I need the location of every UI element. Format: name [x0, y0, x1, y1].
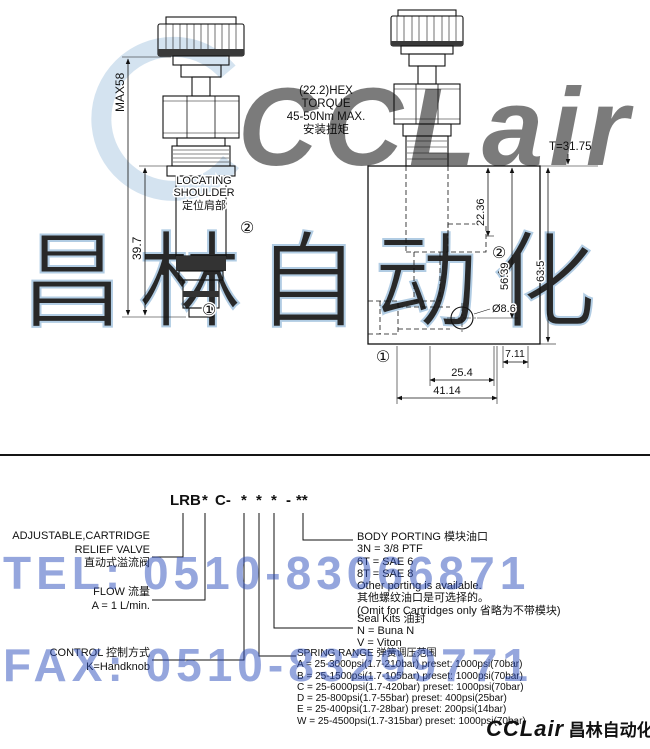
hex-torque-note-2: TORQUE — [302, 98, 351, 110]
series-label-line: 直动式溢流阀 — [84, 557, 150, 569]
code-dash: - — [286, 492, 291, 509]
spring-range-option: D = 25-800psi(1.7-55bar) preset: 400psi(… — [297, 693, 507, 705]
watermark-brand-cn-text: 昌林自动化 — [20, 225, 610, 341]
dim-25-4-label: 25.4 — [451, 367, 472, 379]
technical-drawing-area: CCLair 昌林自动化 — [19, 9, 635, 404]
flow-label-line: FLOW 流量 — [93, 586, 150, 598]
valve-in-body-annotations: (22.2)HEX TORQUE 45-50Nm MAX. 安装扭矩 T=31.… — [287, 85, 598, 404]
dim-56-39-label: 56.39 — [499, 262, 511, 290]
connector-control — [152, 513, 245, 661]
hex-torque-note-3: 45-50Nm MAX. — [287, 111, 366, 123]
body-porting-option: 6T = SAE 6 — [357, 555, 414, 568]
body-porting-note: 其他螺纹油口是可选择的。 — [357, 592, 489, 605]
code-spring-star: * — [256, 492, 262, 509]
dim-7-11-label: 7.11 — [505, 348, 525, 360]
cartridge-valve-drawing — [157, 16, 245, 318]
valve-in-body-drawing — [367, 9, 541, 345]
dim-41-14-label: 41.14 — [433, 385, 461, 397]
control-label-line: K=Handknob — [86, 660, 150, 673]
code-flow-star: * — [202, 492, 208, 509]
footer-brand: CCLair — [486, 716, 565, 741]
footer-brand-cn: 昌林自动化 — [568, 721, 650, 740]
series-label: ADJUSTABLE,CARTRIDGE RELIEF VALVE 直动式溢流阀 — [0, 530, 150, 571]
flow-label: FLOW 流量 A = 1 L/min. — [0, 586, 150, 613]
dim-max58-label: MAX58 — [113, 72, 127, 112]
body-porting-note: Other porting is available. — [357, 580, 482, 593]
spring-range-label: SPRING RANGE 弹簧调压范围 A = 25-3000psi(1.7-2… — [297, 648, 526, 727]
body-port-1-callout: ① — [376, 349, 390, 366]
seal-kits-option: V = Viton — [357, 637, 402, 649]
watermark-c-mark-icon — [91, 36, 239, 201]
locating-shoulder-label-cn: 定位肩部 — [182, 198, 226, 212]
body-porting-label: BODY PORTING 模块油口 3N = 3/8 PTF 6T = SAE … — [357, 531, 561, 617]
spring-range-title: SPRING RANGE 弹簧调压范围 — [297, 648, 437, 659]
code-connector-lines — [152, 513, 353, 661]
dim-63-5-label: 63.5 — [535, 261, 547, 282]
dim-22-36-label: 22.36 — [475, 198, 487, 226]
spring-range-option: W = 25-4500psi(1.7-315bar) preset: 1000p… — [297, 715, 526, 727]
body-porting-note: (Omit for Cartridges only 省略为不带模块) — [357, 604, 561, 617]
flow-label-line: A = 1 L/min. — [91, 599, 150, 612]
locating-shoulder-label-2: SHOULDER — [173, 187, 234, 199]
watermark-logo: CCLair 昌林自动化 — [19, 36, 635, 342]
code-body-stars: ** — [296, 492, 308, 509]
series-label-line: ADJUSTABLE,CARTRIDGE — [12, 530, 150, 542]
body-porting-option: 8T = SAE 8 — [357, 567, 414, 580]
body-porting-title: BODY PORTING 模块油口 — [357, 531, 489, 543]
connector-series — [152, 513, 184, 558]
dim-39-7-label: 39.7 — [130, 236, 144, 260]
section-divider — [0, 454, 650, 456]
dim-hole-dia-label: Ø8.6 — [492, 303, 516, 315]
port-2-callout: ② — [240, 220, 254, 237]
code-series: LRB — [170, 492, 201, 509]
code-control-star: * — [241, 492, 247, 509]
seal-kits-option: N = Buna N — [357, 625, 415, 637]
seal-kits-title: Seal Kits 油封 — [357, 613, 426, 625]
spring-range-option: B = 25-1500psi(1.7-105bar) preset: 1000p… — [297, 670, 523, 682]
connector-spring — [258, 513, 296, 657]
locating-shoulder-label-1: LOCATING — [176, 175, 231, 187]
spring-range-option: E = 25-400psi(1.7-28bar) preset: 200psi(… — [297, 704, 507, 716]
body-port-2-callout: ② — [492, 245, 506, 262]
footer-logo: CCLair 昌林自动化 — [486, 716, 650, 742]
spring-range-option: A = 25-3000psi(1.7-210bar) preset: 1000p… — [297, 659, 523, 671]
seal-kits-label: Seal Kits 油封 N = Buna N V = Viton — [357, 613, 425, 649]
hex-torque-note-1: (22.2)HEX — [299, 85, 353, 97]
hex-torque-note-4: 安装扭矩 — [303, 122, 349, 136]
dim-thread-depth-label: T=31.75 — [549, 141, 592, 153]
spring-range-option: C = 25-6000psi(1.7-420bar) preset: 1000p… — [297, 681, 524, 693]
watermark-brand-text: CCLair — [238, 66, 635, 189]
connector-flow — [152, 513, 206, 601]
port-1-callout: ① — [202, 302, 216, 319]
code-seal-star: * — [271, 492, 277, 509]
body-porting-option: 3N = 3/8 PTF — [357, 543, 423, 556]
code-cartridge: C- — [215, 492, 231, 509]
control-label-line: CONTROL 控制方式 — [49, 647, 150, 659]
cartridge-valve-annotations: LOCATING SHOULDER 定位肩部 MAX58 39.7 ② ① — [113, 56, 256, 321]
control-label: CONTROL 控制方式 K=Handknob — [0, 647, 150, 674]
series-label-line: RELIEF VALVE — [74, 543, 150, 556]
connector-body — [302, 513, 353, 541]
connector-seal — [273, 513, 353, 629]
